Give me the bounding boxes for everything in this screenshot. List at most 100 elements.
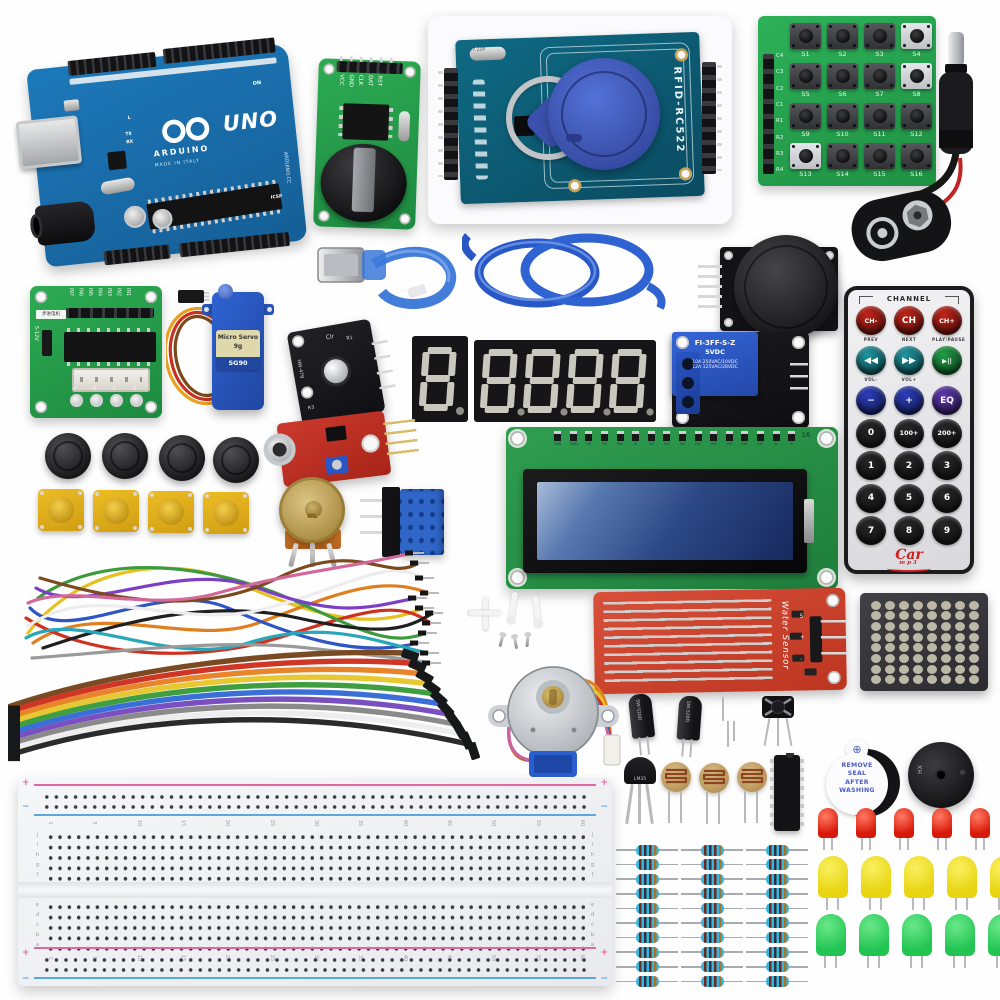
led-letter: B (93, 387, 97, 392)
matrix-dot (927, 675, 937, 685)
matrix-dot (913, 611, 923, 621)
green-led (816, 914, 846, 968)
resistor (616, 960, 678, 974)
smd-led (804, 668, 817, 676)
resistor (746, 872, 808, 886)
water-pin-labels: S+- (800, 614, 805, 663)
row-letter: d (35, 912, 40, 918)
lcd-pin: D2 (675, 431, 691, 446)
pot-shaft (305, 501, 322, 518)
tx-label: TX (125, 131, 133, 138)
mount-hole (360, 433, 381, 454)
matrix-dot (871, 622, 881, 632)
mount-hole (724, 251, 733, 260)
matrix-dot (955, 643, 965, 653)
matrix-dot (899, 675, 909, 685)
remote-key: 6 (932, 483, 962, 513)
led-letter: A (73, 387, 77, 392)
yellow-led (904, 856, 934, 910)
trim-potentiometer (324, 455, 349, 476)
keypad-button: S3 (862, 23, 897, 61)
yellow-led (990, 856, 1000, 910)
resistor (616, 872, 678, 886)
keypad-button: S2 (825, 23, 860, 61)
column-number: 40 (401, 819, 408, 827)
resistor-rows (616, 843, 812, 991)
resistor (746, 858, 808, 872)
coiled-blue-cable (460, 228, 667, 316)
lead (638, 784, 641, 824)
lead (756, 791, 758, 823)
relay-module: FI-3FF-S-Z 5VDC 10A 250VAC/10VDC 12A 125… (672, 332, 809, 428)
lead (744, 791, 746, 823)
rtc-pin-label: RST (376, 75, 383, 87)
remote-sublabels: VOL-VOL+ (856, 377, 962, 383)
row-letter: a (590, 942, 595, 948)
matrix-dot (941, 632, 951, 642)
servo-horns-screws (466, 590, 561, 658)
resistor (616, 858, 678, 872)
screw-terminal (676, 352, 700, 414)
matrix-dot (871, 653, 881, 663)
pin-header (336, 60, 403, 75)
pot-leg (310, 543, 315, 567)
matrix-dot (969, 632, 979, 642)
column-number: 50 (490, 819, 497, 827)
lcd-pin: D1 (659, 431, 675, 446)
resistor (616, 974, 678, 988)
row-letter: h (35, 852, 40, 858)
minus-mark: − (600, 974, 608, 984)
rtc-pin-label: VCC (338, 73, 345, 86)
arduino-pcb: ARDUINO UNO MADE IN ITALY ARDUINO.CC ON … (15, 37, 308, 268)
lcd-pin: D0 (644, 431, 660, 446)
lead (681, 738, 685, 757)
row-letter: b (590, 932, 595, 938)
battery-terminal (398, 111, 411, 142)
black-button-cap (213, 437, 259, 483)
keypad-pin-label: C3 (776, 69, 784, 76)
photoresistor (696, 763, 732, 827)
jumper-wires-drawing (24, 550, 444, 666)
rtc-pin-label: GND (347, 74, 354, 88)
water-pin-label: - (800, 656, 803, 663)
lcd-pin-label: D6 (742, 441, 748, 446)
row-letter: g (590, 862, 595, 868)
resistor (681, 945, 743, 959)
indicator-led: A (70, 387, 83, 410)
mount-hole (145, 291, 157, 303)
row-letter: f (591, 872, 594, 878)
mount-hole (300, 385, 315, 400)
lead (733, 721, 735, 741)
keypad-button: S7 (862, 63, 897, 101)
receiver-face (762, 696, 794, 718)
stepper-motor-28byj48 (486, 655, 626, 790)
lcd-pin: VSS (550, 431, 566, 446)
lead (718, 792, 720, 824)
matrix-dot (941, 664, 951, 674)
ldr-face (737, 762, 767, 792)
dht11-humidity-sensor (360, 487, 444, 559)
dip-ic-chip (770, 753, 804, 833)
keypad-button-label: S3 (875, 50, 884, 58)
resistor (681, 843, 743, 857)
remote-key: CH+ (932, 306, 962, 335)
keypad-button: S13 (788, 143, 823, 181)
mount-hole (792, 411, 805, 424)
lcd-pin-label: D2 (680, 441, 686, 446)
mount-hole (318, 210, 330, 222)
matrix-dot (913, 622, 923, 632)
to92-package: LM35 (624, 757, 656, 784)
lcd-pin-label: RW (617, 441, 624, 446)
keypad-button-label: S6 (838, 90, 847, 98)
resistor (681, 974, 743, 988)
matrix-dot (969, 611, 979, 621)
ic-pins (770, 759, 774, 827)
dc-plug-drawing (851, 32, 973, 262)
ldr-face (699, 763, 729, 793)
column-number: 30 (312, 819, 319, 827)
